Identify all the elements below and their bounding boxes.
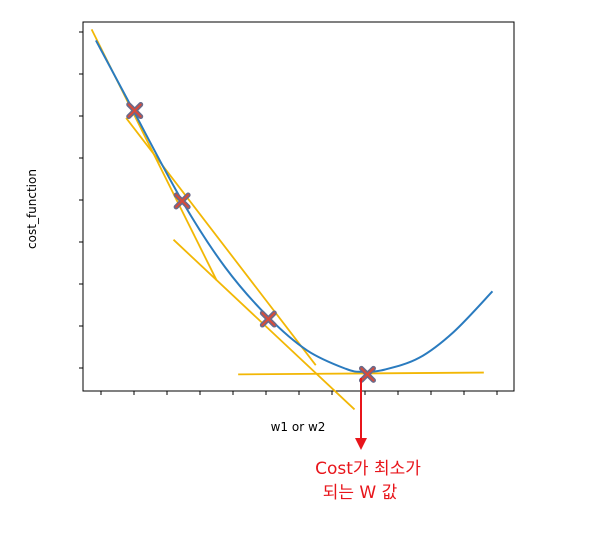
x-axis-ticks (100, 391, 498, 395)
x-marker-2 (173, 192, 191, 210)
x-marker-1 (126, 102, 144, 120)
annotation-arrow (355, 378, 367, 450)
x-marker-core (175, 193, 190, 208)
x-marker-4 (358, 365, 376, 383)
x-marker-core (360, 367, 375, 382)
x-marker-3 (259, 310, 277, 328)
annotation-line-1: Cost가 최소가 (315, 459, 421, 479)
y-axis-ticks (79, 31, 83, 369)
x-marker-core (127, 103, 142, 118)
tangent-lines (90, 28, 484, 411)
cost-curve-path (95, 39, 494, 373)
point-markers (126, 102, 376, 383)
x-axis-label: w1 or w2 (271, 420, 326, 434)
annotation-line-2: 되는 W 값 (323, 483, 398, 503)
tangent-line-4 (238, 371, 484, 376)
tangent-line-2 (125, 117, 317, 366)
cost-curve (95, 39, 494, 373)
y-axis-label: cost_function (25, 169, 39, 249)
x-marker-core (261, 312, 276, 327)
